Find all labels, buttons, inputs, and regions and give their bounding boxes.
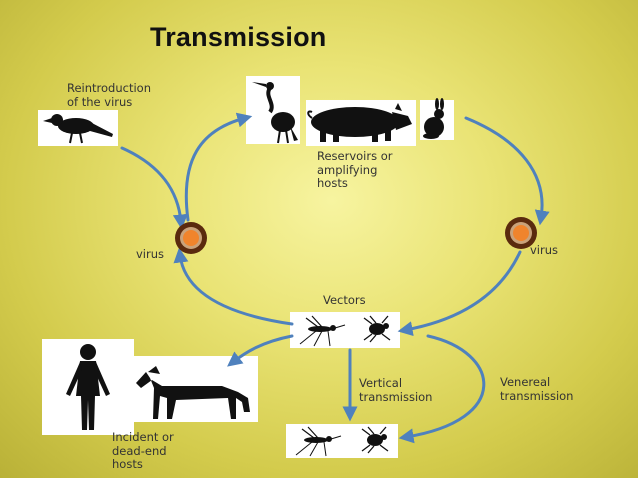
label-incident: Incident or dead-end hosts [112, 430, 174, 471]
label-venereal: Venereal transmission [500, 375, 574, 403]
arrow-reservoirs-to-virus [464, 116, 550, 226]
tick-icon [363, 315, 391, 343]
rabbit-icon [423, 98, 444, 139]
slide-title: Transmission [150, 22, 327, 52]
label-virus-left: virus [136, 247, 165, 261]
label-reservoirs: Reservoirs or amplifying hosts [317, 149, 393, 190]
virus-icon [175, 222, 207, 254]
mosquito-icon [299, 315, 346, 347]
mosquito-icon [295, 426, 342, 457]
tick-icon [361, 426, 389, 454]
virus-icon [505, 217, 537, 249]
arrow-virus-to-reservoirs [184, 112, 253, 222]
arrow-virus-to-vectors [397, 250, 522, 337]
arrow-vectors-to-deadend [227, 334, 294, 367]
horse-icon [136, 366, 250, 419]
arrow-vectors-to-virus [173, 247, 294, 326]
label-reintroduction: Reintroduction of the virus [67, 81, 151, 109]
label-virus-right: virus [530, 243, 559, 257]
label-vectors: Vectors [323, 293, 366, 307]
arrow-venereal [398, 334, 486, 444]
arrow-crow-to-virus [120, 146, 188, 230]
human-icon [66, 344, 110, 430]
label-vertical: Vertical transmission [359, 376, 433, 404]
crow-icon [43, 114, 113, 144]
heron-icon [252, 82, 298, 144]
pig-icon [307, 103, 412, 142]
